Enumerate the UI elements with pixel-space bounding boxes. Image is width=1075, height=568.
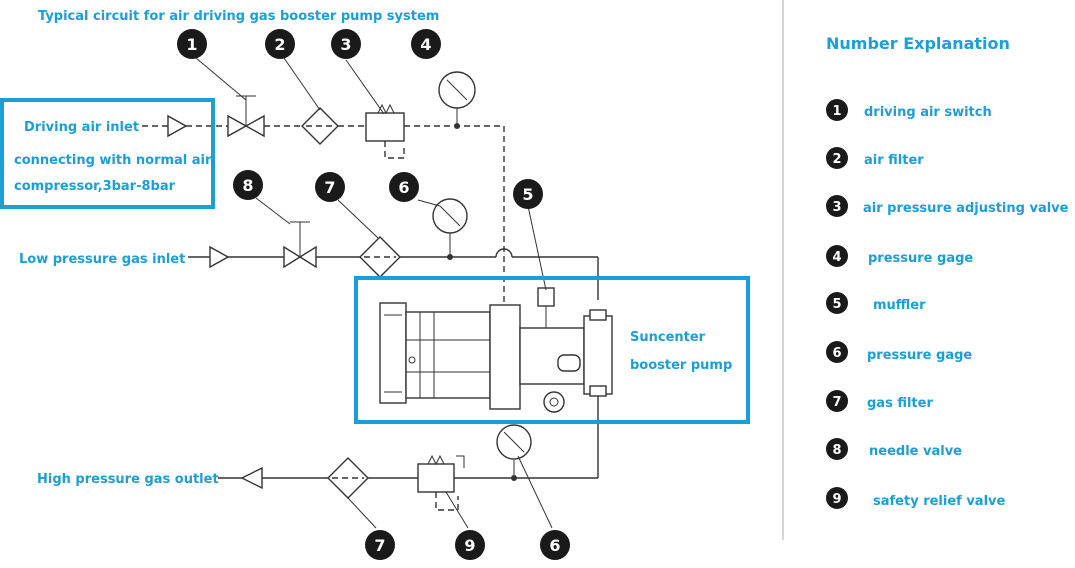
pump-label-line2: booster pump <box>630 358 732 373</box>
low-pressure-line <box>188 198 599 478</box>
driving-air-highlight <box>0 98 215 209</box>
svg-text:5: 5 <box>522 185 533 204</box>
callout-1: 1 <box>177 29 207 59</box>
svg-text:9: 9 <box>832 492 841 507</box>
low-inlet-arrow <box>209 245 230 269</box>
callout-5: 5 <box>513 179 543 209</box>
outlet-arrow <box>240 466 263 490</box>
relief-valve-symbol <box>417 463 455 493</box>
legend-badge <box>826 99 848 121</box>
svg-text:7: 7 <box>324 178 335 197</box>
svg-text:8: 8 <box>242 176 253 195</box>
legend-text: pressure gage <box>867 348 972 363</box>
driving-air-line <box>142 71 505 305</box>
pump-label-line1: Suncenter <box>630 330 706 345</box>
legend-badge <box>826 292 848 314</box>
svg-text:7: 7 <box>374 536 385 555</box>
pump-highlight <box>354 276 750 424</box>
legend-item-2: 2 air filter <box>826 147 924 169</box>
callout-7-inlet: 7 <box>315 172 345 202</box>
legend-badge <box>826 245 848 267</box>
low-pressure-inlet-label: Low pressure gas inlet <box>19 252 185 267</box>
legend-item-3: 3 air pressure adjusting valve <box>826 195 1069 217</box>
svg-text:2: 2 <box>832 152 841 167</box>
legend-text: air pressure adjusting valve <box>863 201 1069 216</box>
legend-badge <box>826 487 848 509</box>
svg-text:8: 8 <box>832 443 841 458</box>
legend-item-9: 9 safety relief valve <box>826 487 1006 509</box>
svg-text:6: 6 <box>832 346 841 361</box>
legend-text: gas filter <box>867 396 933 411</box>
svg-text:7: 7 <box>832 395 841 410</box>
svg-text:2: 2 <box>274 35 285 54</box>
booster-pump-drawing <box>379 287 613 413</box>
svg-text:3: 3 <box>832 200 841 215</box>
legend-title: Number Explanation <box>826 34 1010 53</box>
legend-item-1: 1 driving air switch <box>826 99 992 121</box>
high-pressure-outlet-label: High pressure gas outlet <box>37 472 219 487</box>
svg-text:1: 1 <box>832 104 841 119</box>
callout-9: 9 <box>455 530 485 560</box>
high-pressure-line <box>218 424 598 511</box>
legend-item-4: 4 pressure gage <box>826 245 973 267</box>
svg-text:3: 3 <box>340 35 351 54</box>
legend: Number Explanation 1 driving air switch … <box>826 34 1069 509</box>
svg-text:9: 9 <box>464 536 475 555</box>
legend-text: safety relief valve <box>873 494 1006 509</box>
legend-item-5: 5 muffler <box>826 292 926 314</box>
connecting-label-line1: connecting with normal air <box>14 153 212 168</box>
connecting-label-line2: compressor,3bar-8bar <box>14 179 176 194</box>
svg-text:6: 6 <box>549 536 560 555</box>
svg-text:4: 4 <box>832 250 841 265</box>
legend-text: muffler <box>873 298 926 313</box>
legend-text: air filter <box>864 153 924 168</box>
svg-text:6: 6 <box>398 178 409 197</box>
legend-badge <box>826 341 848 363</box>
diagram-title: Typical circuit for air driving gas boos… <box>38 9 439 24</box>
callout-3: 3 <box>331 29 361 59</box>
legend-badge <box>826 195 848 217</box>
legend-item-7: 7 gas filter <box>826 390 933 412</box>
callout-4: 4 <box>411 29 441 59</box>
driving-air-inlet-label: Driving air inlet <box>24 120 139 135</box>
legend-text: pressure gage <box>868 251 973 266</box>
svg-text:5: 5 <box>832 297 841 312</box>
callout-7-outlet: 7 <box>365 530 395 560</box>
legend-badge <box>826 390 848 412</box>
callout-6-inlet: 6 <box>389 172 419 202</box>
svg-text:4: 4 <box>420 35 431 54</box>
callout-8: 8 <box>233 170 263 200</box>
legend-badge <box>826 147 848 169</box>
callout-6-outlet: 6 <box>540 530 570 560</box>
legend-item-8: 8 needle valve <box>826 438 962 460</box>
air-inlet-arrow <box>167 114 188 138</box>
legend-text: driving air switch <box>864 105 992 120</box>
legend-item-6: 6 pressure gage <box>826 341 972 363</box>
legend-badge <box>826 438 848 460</box>
svg-text:1: 1 <box>186 35 197 54</box>
callout-leaders <box>195 57 553 529</box>
callout-2: 2 <box>265 29 295 59</box>
air-regulator-symbol <box>365 112 405 142</box>
legend-text: needle valve <box>869 444 962 459</box>
